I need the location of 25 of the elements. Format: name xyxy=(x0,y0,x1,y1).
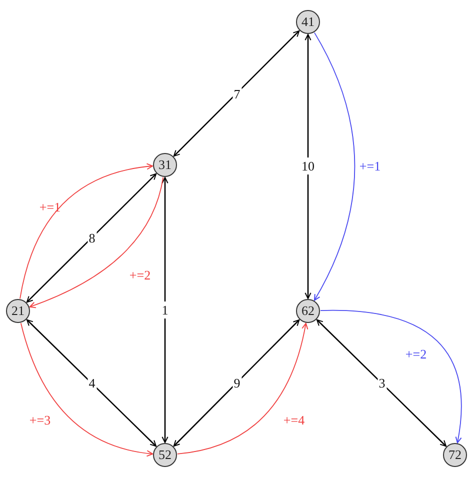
node-circle: 41 xyxy=(296,10,320,34)
arrow xyxy=(173,30,300,157)
node-circle: 72 xyxy=(443,443,467,467)
node-circle: 52 xyxy=(153,443,177,467)
edge-label: 1 xyxy=(160,302,170,318)
edge-label: +=1 xyxy=(39,200,61,214)
node-circle: 31 xyxy=(153,153,177,177)
edge-label: +=1 xyxy=(359,160,381,172)
edge-label: 10 xyxy=(300,158,316,174)
node-circle: 62 xyxy=(296,299,320,323)
arrow xyxy=(316,319,447,447)
node-circle: 21 xyxy=(6,299,30,323)
arrow xyxy=(320,310,462,444)
arrow xyxy=(304,34,312,299)
arrow xyxy=(26,319,157,447)
arrow xyxy=(177,322,308,454)
edge-label: +=2 xyxy=(129,268,151,282)
arrow xyxy=(314,32,356,301)
arrow xyxy=(20,163,154,300)
arrow xyxy=(162,177,168,443)
edge-label: +=3 xyxy=(29,414,51,426)
edge-label: +=4 xyxy=(283,414,305,426)
arrow xyxy=(173,319,300,447)
edge-label: +=2 xyxy=(405,348,427,360)
arrow xyxy=(20,322,154,456)
